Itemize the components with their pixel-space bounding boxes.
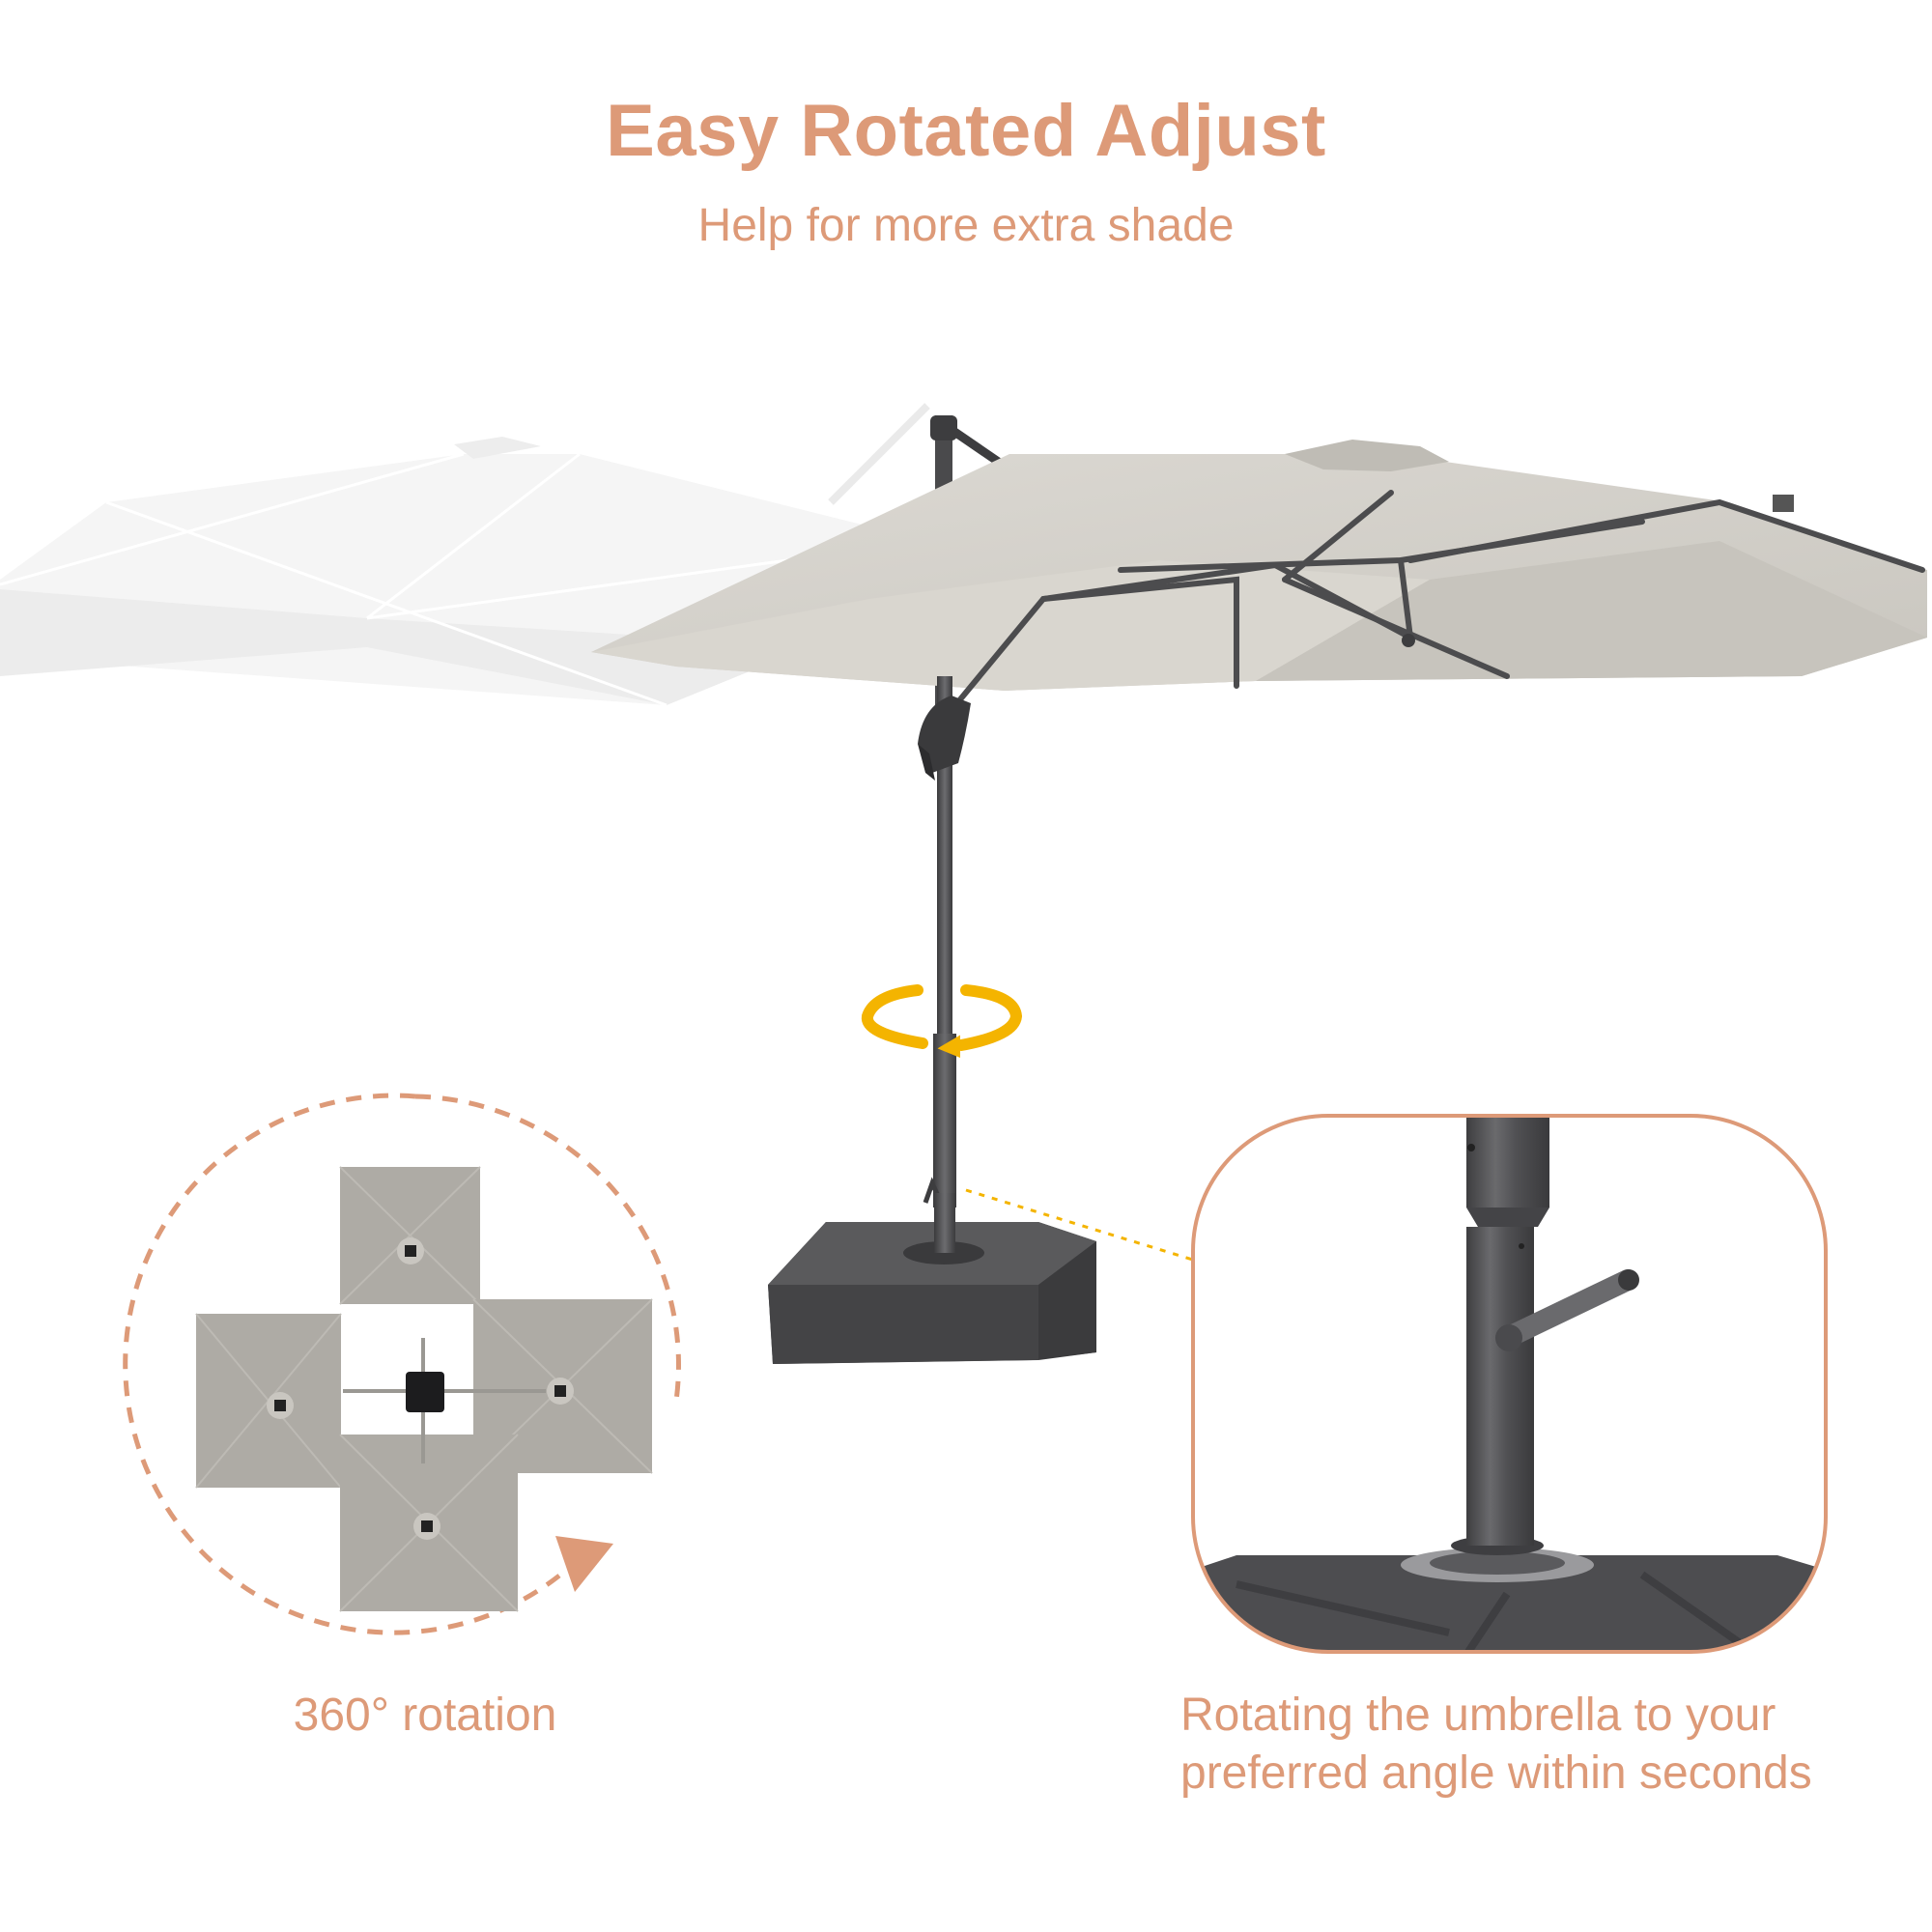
page-title: Easy Rotated Adjust bbox=[606, 90, 1326, 172]
pole-and-crank bbox=[918, 676, 971, 1208]
umbrella-canopy bbox=[591, 440, 1927, 713]
closeup-caption: Rotating the umbrella to your preferred … bbox=[1180, 1687, 1857, 1803]
page-subtitle: Help for more extra shade bbox=[697, 200, 1235, 251]
canopy-top-view-top bbox=[339, 1166, 481, 1305]
rotation-arrow-icon bbox=[861, 984, 1023, 1058]
closeup-caption-line1: Rotating the umbrella to your bbox=[1180, 1690, 1776, 1741]
closeup-caption-line2: preferred angle within seconds bbox=[1180, 1747, 1812, 1799]
center-pole-icon bbox=[406, 1372, 444, 1412]
rotation-diagram bbox=[123, 1093, 681, 1635]
umbrella-base bbox=[768, 1193, 1096, 1364]
rotation-direction-arrow-icon bbox=[555, 1536, 613, 1592]
closeup-panel bbox=[1191, 1114, 1828, 1654]
rotation-caption: 360° rotation bbox=[293, 1690, 557, 1741]
canopy-top-view-bottom bbox=[339, 1434, 519, 1612]
canopy-top-view-left bbox=[195, 1313, 342, 1489]
